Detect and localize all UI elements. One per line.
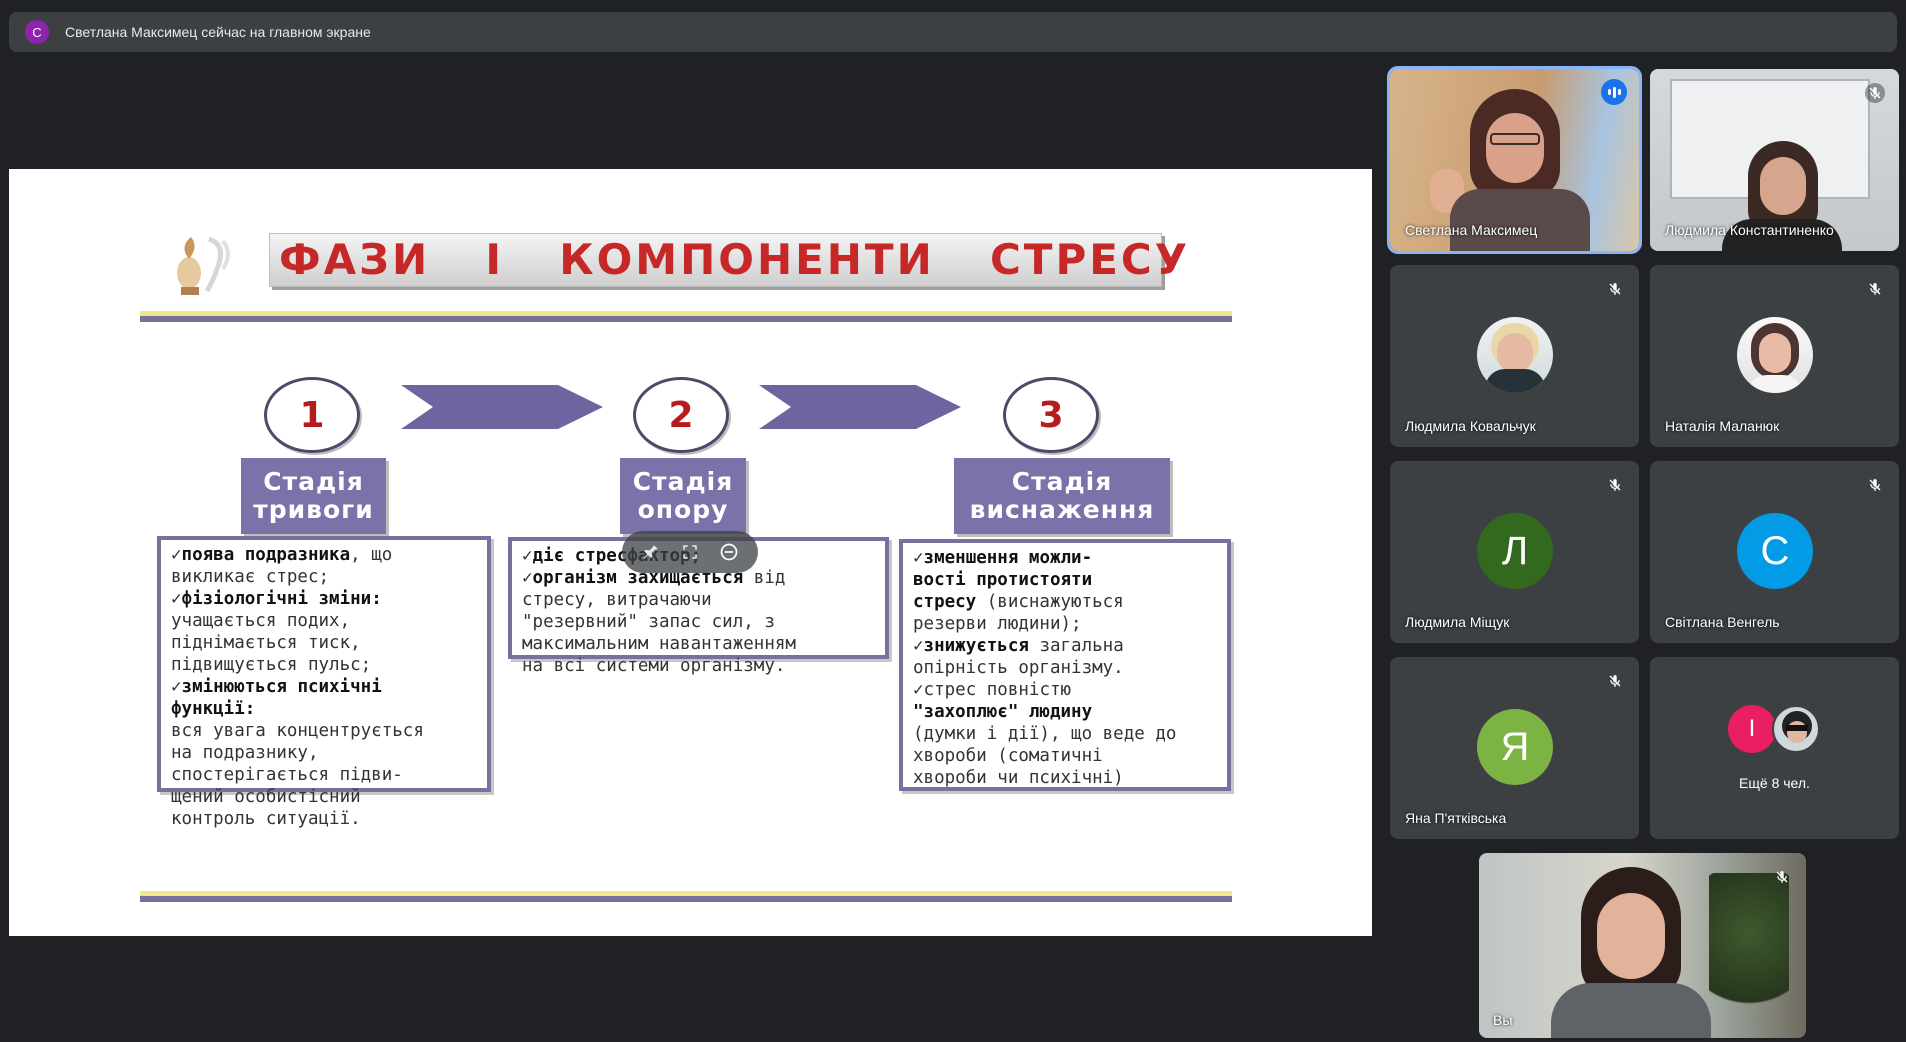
stage-1-circle: 1: [264, 377, 360, 453]
text-line: "резервний" запас сил, з: [522, 612, 775, 632]
speaking-indicator-icon: [1601, 79, 1627, 105]
avatar: [1477, 317, 1553, 393]
participant-tile[interactable]: Наталія Маланюк: [1650, 265, 1899, 447]
stage-label-line: виснаження: [969, 495, 1155, 524]
slide-top-rule: [140, 311, 1232, 323]
text-line: щений особистісний: [171, 787, 361, 807]
mic-off-icon: [1869, 479, 1881, 491]
pin-icon[interactable]: [641, 542, 661, 562]
fullscreen-icon[interactable]: [680, 542, 700, 562]
participant-tile[interactable]: Людмила Константиненко: [1650, 69, 1899, 251]
stage-label-line: тривоги: [253, 495, 374, 524]
participant-name: Людмила Міщук: [1405, 614, 1510, 630]
text-line: підвищується пульс;: [171, 655, 372, 675]
text-line: піднімається тиск,: [171, 633, 361, 653]
participant-name: Яна П'ятківська: [1405, 810, 1507, 826]
participant-name: Светлана Максимец: [1405, 222, 1538, 238]
slide-title: ФАЗИ І КОМПОНЕНТИ СТРЕСУ: [279, 235, 1191, 284]
participant-name: Світлана Венгель: [1665, 614, 1780, 630]
more-participants-label: Ещё 8 чел.: [1739, 775, 1810, 791]
participant-tile[interactable]: Л Людмила Міщук: [1390, 461, 1639, 643]
text-line: хвороби чи психічні): [913, 768, 1124, 788]
text-line: спостерігається підви-: [171, 765, 403, 785]
participant-tile[interactable]: С Світлана Венгель: [1650, 461, 1899, 643]
participant-tile[interactable]: Людмила Ковальчук: [1390, 265, 1639, 447]
mic-off-icon: [1609, 283, 1621, 295]
slide-bottom-rule: [140, 891, 1232, 903]
text-line: резерви людини);: [913, 614, 1082, 634]
participant-name: Людмила Ковальчук: [1405, 418, 1536, 434]
stage-3-circle: 3: [1003, 377, 1099, 453]
participant-video: [1650, 69, 1899, 251]
avatar: [1772, 705, 1820, 753]
stage-1-text-box: ✓поява подразника, що викликає стрес; ✓ф…: [157, 536, 491, 829]
mic-off-icon: [1609, 675, 1621, 687]
text-line: стресу, витрачаючи: [522, 590, 712, 610]
mic-off-icon: [1609, 479, 1621, 491]
text-line: учащається подих,: [171, 611, 351, 631]
text-line: контроль ситуації.: [171, 809, 361, 829]
text-line: опірність організму.: [913, 658, 1124, 678]
stage-2-circle: 2: [633, 377, 729, 453]
minimize-icon[interactable]: [719, 542, 739, 562]
stage-label-line: Стадія: [263, 467, 364, 496]
avatar: С: [1737, 513, 1813, 589]
slide-title-bar: [269, 233, 1162, 287]
presenting-banner: С Светлана Максимец сейчас на главном эк…: [9, 12, 1897, 52]
text-line: викликає стрес;: [171, 567, 330, 587]
stage-1-label: Стадія тривоги: [241, 458, 386, 534]
text-line: на всі системи організму.: [522, 656, 786, 676]
mic-off-icon: [1865, 83, 1885, 103]
text-line: вся увага концентрується: [171, 721, 424, 741]
stage-label-line: Стадія: [1011, 467, 1113, 496]
avatar: [1737, 317, 1813, 393]
avatar: Л: [1477, 513, 1553, 589]
stage-2-label: Стадія опору: [620, 458, 746, 534]
presenting-banner-text: Светлана Максимец сейчас на главном экра…: [65, 24, 371, 40]
participant-name: Наталія Маланюк: [1665, 418, 1780, 434]
more-participants-tile[interactable]: І Ещё 8 чел.: [1650, 657, 1899, 839]
participant-tile[interactable]: Светлана Максимец: [1387, 66, 1642, 254]
text-line: (думки і дії), що веде до: [913, 724, 1177, 744]
self-view-tile[interactable]: Вы: [1479, 853, 1806, 1038]
self-name: Вы: [1493, 1012, 1513, 1028]
avatar: І: [1728, 705, 1776, 753]
slide-logo-icon: [177, 236, 230, 295]
stage-3-label: Стадія виснаження: [954, 458, 1170, 534]
avatar: Я: [1477, 709, 1553, 785]
stage-label-line: Стадія: [632, 467, 734, 496]
stage-label-line: опору: [637, 495, 729, 524]
arrow-right-icon: [401, 385, 603, 429]
text-line: максимальним навантаженням: [522, 634, 796, 654]
shared-screen[interactable]: ФАЗИ І КОМПОНЕНТИ СТРЕСУ 1 2 3 Стадія тр…: [9, 169, 1372, 936]
stage-3-text-box: ✓зменшення можли- вості протистояти стре…: [899, 539, 1231, 791]
participant-tile[interactable]: Я Яна П'ятківська: [1390, 657, 1639, 839]
text-line: на подразнику,: [171, 743, 319, 763]
text-line: хвороби (соматичні: [913, 746, 1103, 766]
self-video: [1479, 853, 1806, 1038]
participant-video: [1390, 69, 1639, 251]
mic-off-icon: [1776, 871, 1788, 883]
presenter-avatar: С: [25, 20, 49, 44]
participant-name: Людмила Константиненко: [1665, 222, 1834, 238]
presentation-controls: [622, 531, 758, 573]
mic-off-icon: [1869, 283, 1881, 295]
arrow-right-icon: [759, 385, 961, 429]
